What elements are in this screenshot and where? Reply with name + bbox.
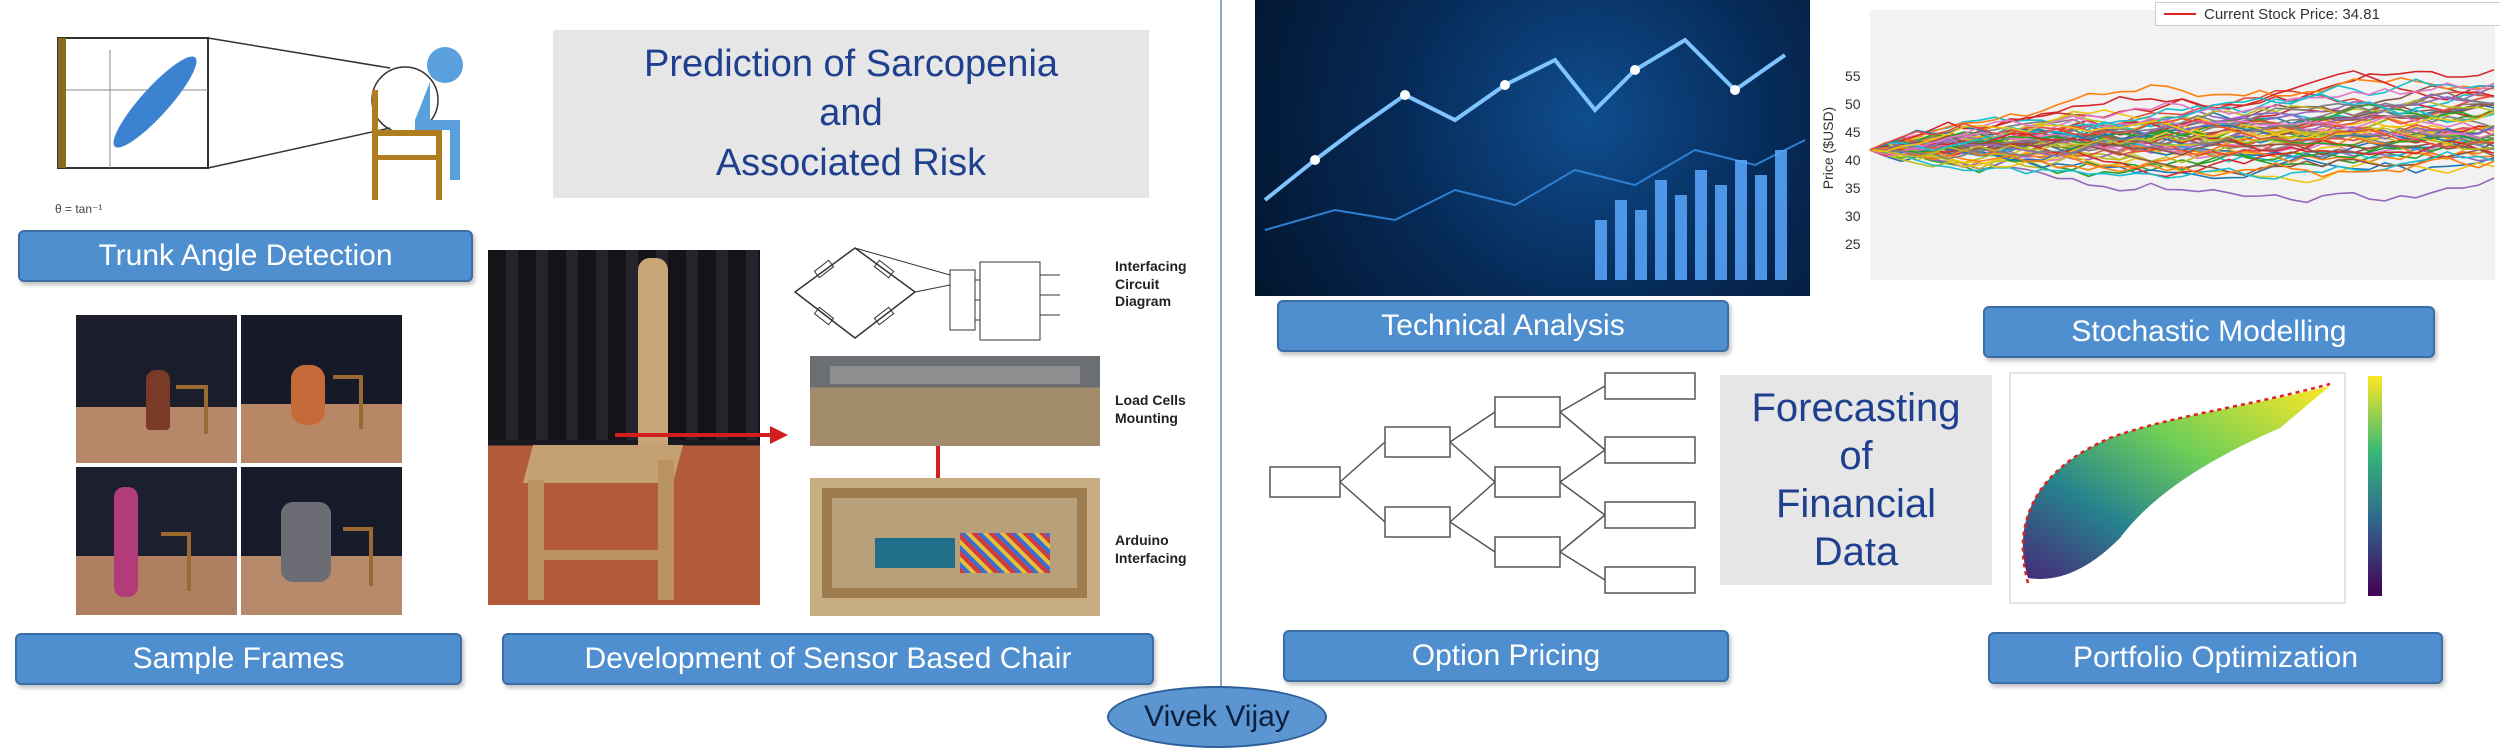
y-tick: 30 bbox=[1845, 208, 1861, 224]
sample-frame-3 bbox=[76, 467, 237, 615]
sarcopenia-title-line-3: Associated Risk bbox=[715, 141, 987, 184]
portfolio-svg bbox=[2009, 372, 2382, 604]
interfacing-circuit-diagram bbox=[775, 240, 1110, 348]
stochastic-modelling-button[interactable]: Stochastic Modelling bbox=[1983, 306, 2435, 358]
sample-frame-1 bbox=[76, 315, 237, 463]
frame-chair bbox=[343, 527, 373, 586]
chair-crossbar bbox=[543, 550, 658, 560]
sample-frame-2 bbox=[241, 315, 402, 463]
trunk-formula: θ = tan⁻¹ bbox=[55, 202, 103, 216]
chair-back bbox=[638, 258, 668, 473]
load-cell-plate bbox=[830, 366, 1080, 384]
circuit-svg bbox=[793, 247, 1060, 341]
chair-leg bbox=[658, 460, 674, 600]
y-tick: 45 bbox=[1845, 124, 1861, 140]
load-cells-label: Load Cells Mounting bbox=[1115, 392, 1186, 426]
frame-person bbox=[291, 365, 325, 425]
legend-line bbox=[2164, 13, 2196, 15]
forecasting-title: Forecasting of Financial Data bbox=[1720, 375, 1992, 585]
y-tick: 55 bbox=[1845, 68, 1861, 84]
technical-analysis-button[interactable]: Technical Analysis bbox=[1277, 300, 1729, 352]
simulated-price-path bbox=[1869, 117, 2495, 151]
option-pricing-tree bbox=[1265, 370, 1705, 600]
legend-text: Current Stock Price: 34.81 bbox=[2204, 5, 2380, 23]
forecasting-title-line-4: Data bbox=[1813, 530, 1899, 574]
simulated-price-path bbox=[1869, 84, 2495, 151]
arduino-photo bbox=[810, 478, 1100, 616]
simulated-price-path bbox=[1869, 112, 2495, 158]
interfacing-circuit-label: Interfacing Circuit Diagram bbox=[1115, 258, 1187, 309]
sensor-chair-photo bbox=[488, 250, 760, 605]
portfolio-optimization-button[interactable]: Portfolio Optimization bbox=[1988, 632, 2443, 684]
frame-chair bbox=[161, 532, 191, 591]
technical-analysis-svg bbox=[1263, 37, 1806, 280]
arduino-wires bbox=[960, 533, 1050, 573]
load-cells-photo bbox=[810, 356, 1100, 446]
frame-chair bbox=[176, 385, 208, 434]
simulated-price-path bbox=[1869, 76, 2495, 151]
simulated-price-path bbox=[1869, 82, 2495, 157]
technical-analysis-image bbox=[1255, 0, 1810, 296]
chair-leg bbox=[528, 480, 544, 600]
stochastic-modelling-chart: Current Stock Price: 34.81 Price ($USD) … bbox=[1815, 0, 2500, 298]
arduino-board bbox=[875, 538, 955, 568]
stochastic-y-ticks: 55 50 45 40 35 30 25 bbox=[1845, 10, 1869, 280]
frame-person bbox=[281, 502, 331, 582]
simulated-price-path bbox=[1869, 149, 2495, 180]
y-tick: 40 bbox=[1845, 152, 1861, 168]
sample-frames-grid bbox=[76, 315, 402, 615]
forecasting-title-line-2: of bbox=[1839, 434, 1873, 478]
y-tick: 25 bbox=[1845, 236, 1861, 252]
trunk-angle-illustration bbox=[20, 20, 480, 210]
stochastic-y-axis-label: Price ($USD) bbox=[1820, 106, 1837, 190]
sample-frames-button[interactable]: Sample Frames bbox=[15, 633, 462, 685]
simulated-price-path bbox=[1869, 86, 2495, 151]
curtain-highlight bbox=[488, 250, 760, 440]
trunk-angle-detection-button[interactable]: Trunk Angle Detection bbox=[18, 230, 473, 282]
frame-person bbox=[146, 370, 170, 430]
stochastic-svg bbox=[1869, 10, 2495, 280]
forecasting-title-line-1: Forecasting bbox=[1751, 386, 1961, 430]
sensor-chair-button[interactable]: Development of Sensor Based Chair bbox=[502, 633, 1154, 685]
sarcopenia-title-line-2: and bbox=[819, 92, 883, 135]
y-tick: 35 bbox=[1845, 180, 1861, 196]
sarcopenia-title-line-1: Prediction of Sarcopenia bbox=[643, 42, 1059, 85]
simulated-price-path bbox=[1869, 134, 2495, 157]
arduino-label: Arduino Interfacing bbox=[1115, 532, 1187, 566]
y-tick: 50 bbox=[1845, 96, 1861, 112]
simulated-price-path bbox=[1869, 125, 2495, 160]
author-badge: Vivek Vijay bbox=[1107, 686, 1327, 748]
sample-frame-4 bbox=[241, 467, 402, 615]
section-divider bbox=[1220, 0, 1222, 710]
portfolio-frontier-chart bbox=[2000, 368, 2475, 618]
forecasting-title-line-3: Financial bbox=[1775, 482, 1937, 526]
option-pricing-button[interactable]: Option Pricing bbox=[1283, 630, 1729, 682]
stochastic-legend: Current Stock Price: 34.81 bbox=[2155, 2, 2500, 26]
simulated-price-path bbox=[1869, 93, 2495, 152]
simulated-price-path bbox=[1869, 127, 2495, 158]
sarcopenia-title: Prediction of Sarcopenia and Associated … bbox=[553, 30, 1149, 198]
frame-chair bbox=[333, 375, 363, 429]
option-tree-svg bbox=[1269, 372, 1696, 594]
simulated-price-path bbox=[1869, 147, 2495, 178]
frame-person bbox=[114, 487, 138, 597]
trunk-angle-svg bbox=[57, 37, 463, 200]
